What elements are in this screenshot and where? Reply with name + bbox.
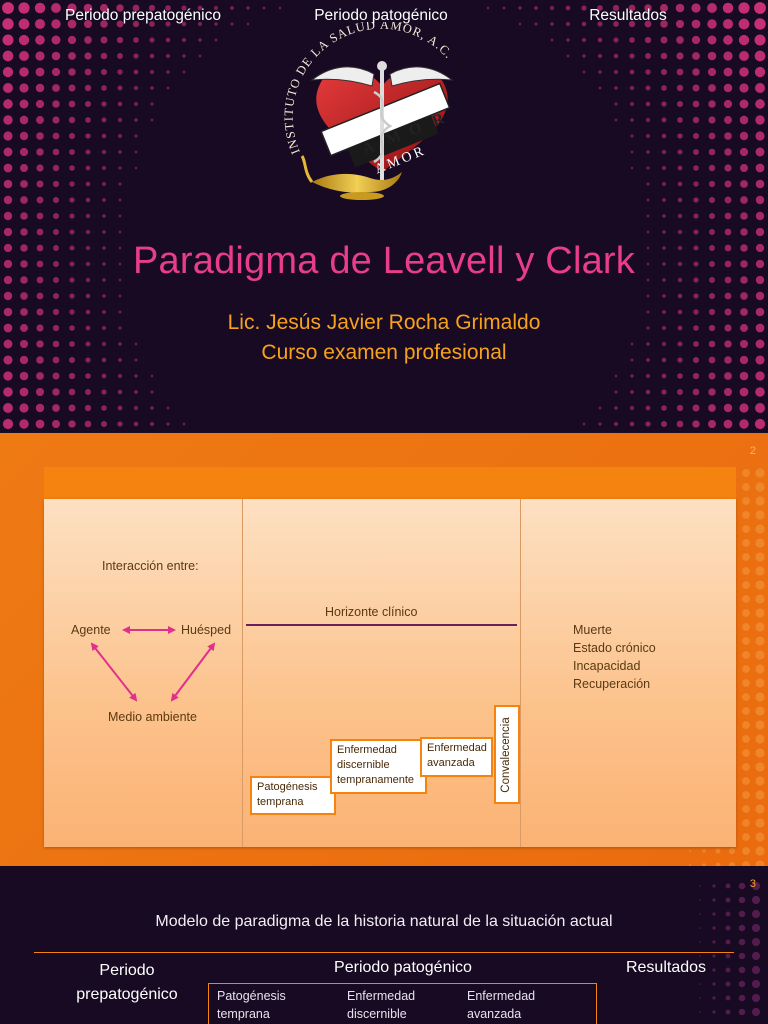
col-prepathogenic-line: prepatogénico: [76, 986, 178, 1003]
col-pathogenic: Periodo patogénico: [334, 959, 472, 976]
institute-logo: INSTITUTO DE LA SALUD AMOR, A.C. A M O R…: [282, 22, 455, 200]
result-item: Muerte: [573, 623, 612, 637]
stage-line: Enfermedad: [347, 989, 416, 1003]
environment-label: Medio ambiente: [108, 710, 197, 724]
stage-cell: Enfermedad avanzada: [467, 987, 535, 1023]
convalescence-box: [494, 705, 520, 804]
convalescence-label: Convalecencia: [500, 717, 512, 793]
col-prepathogenic-line: Periodo: [99, 962, 155, 979]
logo-banner-letter: M: [383, 128, 403, 149]
header-rule: [34, 952, 734, 953]
stage-line: discernible: [347, 1007, 407, 1021]
stage-line: Patogénesis: [217, 989, 286, 1003]
header-prepathogenic: Periodo prepatogénico: [65, 7, 221, 24]
course-name: Curso examen profesional: [261, 341, 507, 364]
column-divider: [520, 499, 521, 847]
dot-pattern-background: [699, 881, 761, 1017]
slide3-title: Modelo de paradigma de la historia natur…: [155, 913, 613, 930]
header-pathogenic: Periodo patogénico: [314, 7, 448, 24]
page-number: 2: [749, 445, 756, 457]
model-slide: 3 Modelo de paradigma de la historia nat…: [0, 866, 768, 1024]
header-results: Resultados: [589, 7, 667, 24]
table-header: [44, 467, 736, 499]
col-results: Resultados: [625, 959, 707, 976]
host-label: Huésped: [181, 623, 232, 637]
agent-environment-arrow: [90, 642, 138, 702]
column-divider: [242, 499, 243, 847]
agent-label: Agente: [71, 623, 111, 637]
slide-title: Paradigma de Leavell y Clark: [133, 240, 635, 282]
dot-pattern-background: [2, 2, 766, 430]
clinical-horizon-label: Horizonte clínico: [325, 605, 418, 619]
stage-line: Enfermedad: [467, 989, 536, 1003]
page-number: 3: [749, 878, 756, 890]
interaction-label: Interacción entre:: [102, 559, 199, 573]
stage-early-discernible: Enfermedad discernible tempranamente: [330, 739, 427, 794]
stage-cell: Patogénesis temprana: [217, 987, 286, 1023]
stage-advanced-disease: Enfermedad avanzada: [420, 737, 493, 777]
stages-row: Patogénesis temprana Enfermedad discernibl…: [208, 983, 597, 1024]
stage-line: temprana: [217, 1007, 270, 1021]
presenter-name: Lic. Jesús Javier Rocha Grimaldo: [227, 311, 541, 334]
host-environment-arrow: [170, 642, 216, 702]
logo-banner-letter: O: [407, 119, 425, 139]
result-item: Incapacidad: [573, 659, 641, 673]
stage-early-pathogenesis: Patogénesis temprana: [250, 776, 336, 815]
stage-line: avanzada: [467, 1007, 522, 1021]
stage-cell: Enfermedad discernible: [347, 987, 415, 1023]
result-item: Estado crónico: [573, 641, 656, 655]
col-prepathogenic: Periodo prepatogénico: [62, 959, 192, 1007]
title-slide: INSTITUTO DE LA SALUD AMOR, A.C. A M O R…: [0, 0, 768, 432]
result-item: Recuperación: [573, 677, 651, 691]
